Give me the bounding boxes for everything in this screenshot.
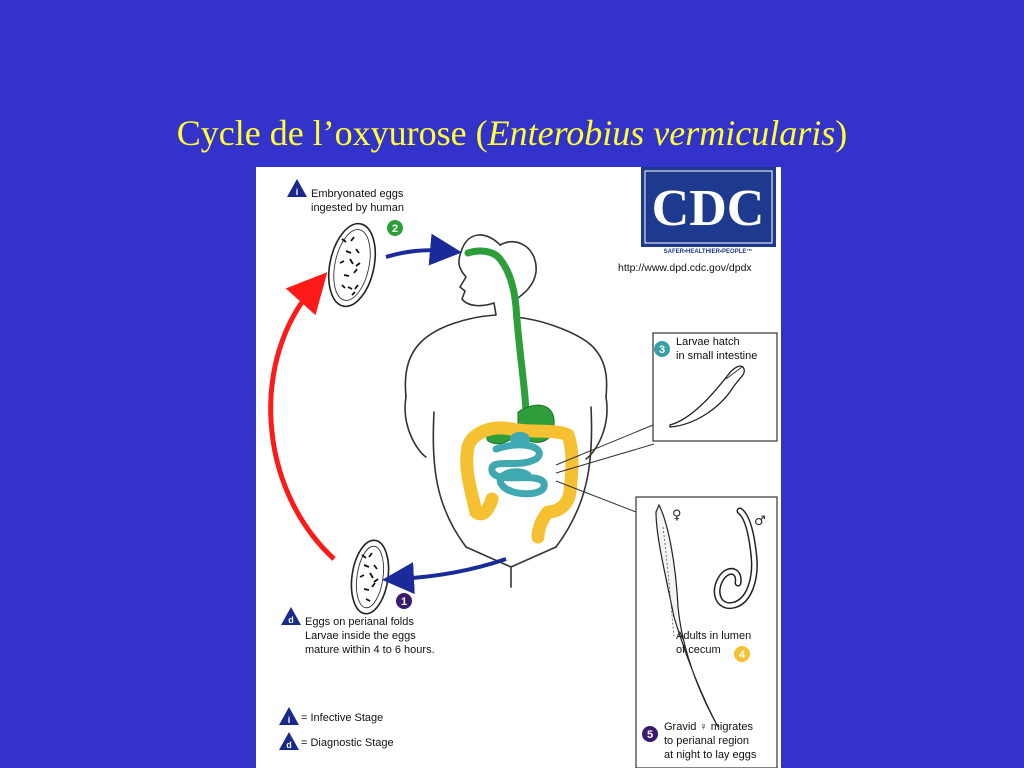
arrow-ingestion (385, 233, 462, 266)
life-cycle-figure: CDC SAFER•HEALTHIER•PEOPLE™ (256, 167, 781, 768)
stage2-line2: ingested by human (311, 202, 404, 214)
stage-badge-5: 5 (642, 726, 658, 742)
legend-infective-label: = Infective Stage (301, 712, 384, 724)
pointer-line-stage3 (555, 424, 654, 466)
egg-perianal (350, 539, 390, 615)
svg-text:3: 3 (659, 344, 665, 356)
pointer-line-stage4 (555, 480, 637, 513)
stage4-line2: of cecum (676, 644, 721, 656)
cecum (469, 492, 499, 521)
svg-text:d: d (288, 615, 294, 625)
arrow-reinfection (268, 272, 336, 561)
female-symbol: ♀ (672, 508, 682, 523)
larva-detail (725, 366, 743, 380)
female-worm-detail (662, 526, 675, 638)
stage5-line3: at night to lay eggs (664, 749, 757, 761)
stage4-label: Adults in lumen of cecum (676, 629, 751, 657)
stage5-label: Gravid ♀ migrates to perianal region at … (664, 720, 756, 762)
inset-stage3 (652, 332, 778, 442)
stage3-line1: Larvae hatch (676, 336, 740, 348)
stage-badge-1: 1 (396, 593, 412, 609)
slide-title: Cycle de l’oxyurose (Enterobius vermicul… (0, 112, 1024, 154)
svg-text:i: i (288, 715, 291, 725)
esophagus (464, 247, 532, 433)
diagnostic-triangle-stage1: d (281, 607, 301, 625)
arrow-egg-deposition (382, 557, 507, 595)
legend-diagnostic-triangle: d (279, 732, 299, 750)
male-symbol: ♂ (754, 514, 766, 529)
svg-text:i: i (296, 187, 299, 197)
title-species: Enterobius vermicularis (487, 113, 836, 153)
svg-text:5: 5 (647, 729, 653, 741)
cdc-logo: CDC SAFER•HEALTHIER•PEOPLE™ (641, 167, 776, 255)
inset-stage4-5: ♀ ♂ (635, 496, 778, 768)
legend-diagnostic-label: = Diagnostic Stage (301, 737, 394, 749)
female-worm-drawing (655, 503, 719, 728)
svg-text:1: 1 (401, 596, 407, 608)
stage5-line2: to perianal region (664, 735, 750, 747)
pointer-line-stage3b (555, 443, 655, 474)
stage1-label: Eggs on perianal folds Larvae inside the… (305, 615, 435, 657)
life-cycle-drawing: CDC SAFER•HEALTHIER•PEOPLE™ (268, 167, 778, 768)
stage4-line1: Adults in lumen (676, 630, 752, 642)
small-intestine (488, 441, 548, 498)
stage1-line1: Eggs on perianal folds (305, 616, 414, 628)
svg-text:4: 4 (739, 649, 746, 661)
stage5-line1: Gravid ♀ migrates (664, 721, 753, 733)
title-text: Cycle de l’oxyurose ( (176, 113, 488, 153)
stage2-line1: Embryonated eggs (311, 188, 404, 200)
human-body-outline (404, 234, 608, 588)
cdc-url: http://www.dpd.cdc.gov/dpdx (618, 262, 752, 274)
cdc-logo-text: CDC (652, 180, 765, 237)
stage2-label: Embryonated eggs ingested by human (311, 187, 404, 215)
stage3-line2: in small intestine (676, 350, 758, 362)
infective-triangle-stage2: i (287, 179, 307, 197)
legend-infective-triangle: i (279, 707, 299, 725)
stage-badge-4: 4 (734, 646, 750, 662)
stage-badge-3: 3 (654, 341, 670, 357)
title-close: ) (835, 113, 848, 153)
duodenum (510, 432, 530, 446)
stage-badge-2: 2 (387, 220, 403, 236)
male-worm-fill (715, 509, 757, 608)
stage3-label: Larvae hatch in small intestine (676, 335, 757, 363)
stage1-line3: mature within 4 to 6 hours. (305, 644, 435, 656)
larva-drawing (669, 365, 745, 428)
svg-text:2: 2 (392, 223, 398, 235)
svg-text:d: d (286, 740, 292, 750)
stage1-line2: Larvae inside the eggs (305, 630, 416, 642)
cdc-tagline: SAFER•HEALTHIER•PEOPLE™ (664, 248, 753, 255)
egg-embryonated (327, 222, 377, 308)
large-intestine (460, 421, 579, 544)
